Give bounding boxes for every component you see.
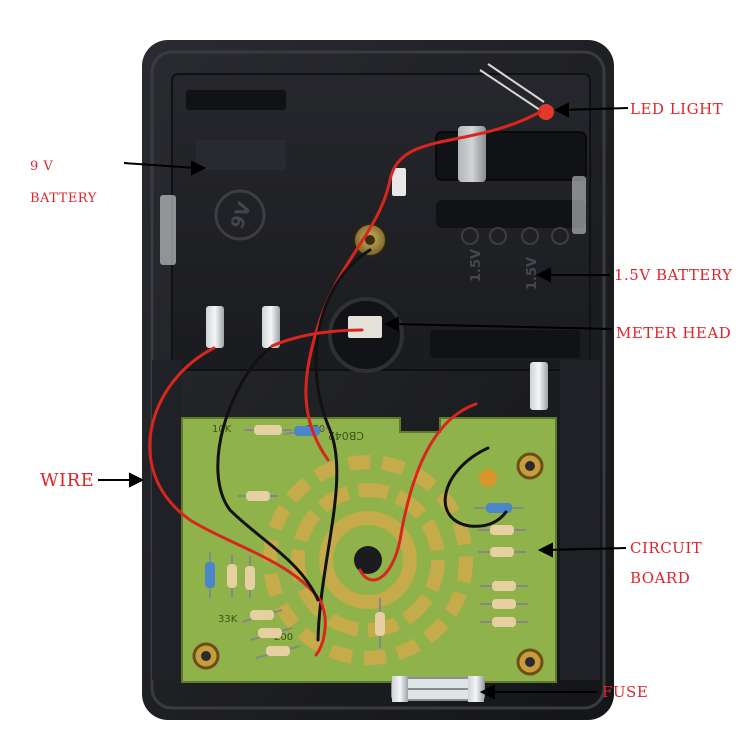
aa-emboss-3 bbox=[521, 227, 539, 245]
arrow-wire-head bbox=[129, 472, 145, 488]
contact-1 bbox=[206, 306, 224, 348]
arrow-led-line bbox=[561, 107, 629, 111]
fuse-component bbox=[391, 676, 485, 702]
label-1-5v-battery: 1.5V BATTERY bbox=[614, 266, 733, 284]
wire-black-left bbox=[216, 346, 320, 602]
contact-3 bbox=[530, 362, 548, 410]
pcb-marking-33k: 33K bbox=[218, 614, 238, 625]
nine-volt-tape bbox=[196, 140, 286, 170]
mount-hole-3-center bbox=[525, 657, 535, 667]
nine-volt-slot: 9V bbox=[160, 90, 286, 265]
resistor-8 bbox=[249, 627, 293, 641]
spring-contacts bbox=[206, 306, 548, 410]
mount-hole-2-center bbox=[525, 461, 535, 471]
aa-holder-bottom bbox=[430, 330, 580, 358]
pcb-code: CB042 bbox=[328, 429, 364, 442]
resistor-15 bbox=[480, 617, 528, 627]
arrow-aa-head bbox=[535, 267, 551, 283]
label-fuse: FUSE bbox=[602, 683, 649, 701]
wire-red-meter bbox=[270, 328, 364, 348]
label-wire: WIRE bbox=[40, 470, 95, 491]
arrow-9v-line bbox=[123, 162, 197, 169]
resistor-6 bbox=[245, 556, 255, 598]
cell-mark-1: 1.5V bbox=[469, 249, 484, 282]
aa-holder-middle bbox=[436, 200, 586, 228]
cell-mark-2: 1.5V bbox=[525, 257, 540, 290]
resistor-11 bbox=[478, 525, 526, 535]
arrow-meter-line bbox=[391, 323, 613, 330]
arrow-led-head bbox=[553, 102, 569, 118]
capacitor bbox=[479, 469, 497, 487]
aa-emboss-1 bbox=[461, 227, 479, 245]
aa-emboss-2 bbox=[489, 227, 507, 245]
wire-red-left bbox=[148, 346, 327, 657]
fuse-cap-left bbox=[392, 676, 408, 702]
arrow-board-line bbox=[545, 547, 627, 551]
arrow-board-head bbox=[537, 542, 553, 558]
resistor-10 bbox=[474, 503, 524, 513]
resistor-1 bbox=[244, 425, 292, 435]
wire-red-right bbox=[358, 402, 478, 582]
aa-contact-top bbox=[458, 126, 486, 182]
led-leg-1 bbox=[479, 69, 541, 111]
fuse-cap-right bbox=[468, 676, 484, 702]
side-clip-left bbox=[160, 195, 176, 265]
wires bbox=[148, 110, 542, 657]
led-component bbox=[479, 63, 554, 120]
resistor-9 bbox=[255, 645, 301, 659]
label-circuit: CIRCUIT bbox=[630, 539, 703, 557]
pcb-marking-200: 200 bbox=[274, 632, 293, 643]
contact-2 bbox=[262, 306, 280, 348]
resistor-3 bbox=[238, 491, 278, 501]
arrow-9v-head bbox=[191, 160, 207, 176]
arrow-fuse-head bbox=[479, 684, 495, 700]
annotation-arrows bbox=[98, 102, 629, 700]
resistor-5 bbox=[227, 554, 237, 598]
mount-hole-1-center bbox=[201, 651, 211, 661]
resistor-13 bbox=[480, 581, 528, 591]
aa-battery-holders: 1.5V 1.5V bbox=[430, 126, 587, 358]
led-holder-clip bbox=[392, 168, 406, 196]
label-board: BOARD bbox=[630, 569, 691, 587]
arrow-meter-head bbox=[383, 316, 399, 332]
label-9v: 9 V bbox=[30, 159, 54, 174]
resistors bbox=[205, 425, 528, 659]
resistor-4 bbox=[205, 552, 215, 598]
meter-head bbox=[328, 168, 406, 373]
led-bulb bbox=[538, 104, 554, 120]
resistor-12 bbox=[478, 547, 526, 557]
nine-volt-clip-top bbox=[186, 90, 286, 110]
resistor-7 bbox=[241, 609, 283, 623]
led-leg-2 bbox=[487, 63, 545, 103]
resistor-14 bbox=[480, 599, 528, 609]
side-clip-right bbox=[572, 176, 586, 234]
zero-adjust-center bbox=[365, 235, 375, 245]
circuit-board-pcb: CB042 270 10K 33K 200 bbox=[181, 417, 557, 683]
label-meter-head: METER HEAD bbox=[616, 324, 732, 342]
wire-black-right bbox=[443, 446, 508, 528]
meter-head-coil bbox=[348, 316, 382, 338]
nine-volt-emboss bbox=[214, 189, 266, 241]
trace-ring-2 bbox=[291, 483, 445, 637]
case-right-wall bbox=[560, 360, 600, 680]
aa-emboss-4 bbox=[551, 227, 569, 245]
wire-red-led bbox=[304, 110, 542, 462]
resistor-16 bbox=[375, 598, 385, 648]
label-battery: BATTERY bbox=[30, 191, 97, 206]
label-led-light: LED LIGHT bbox=[630, 100, 724, 118]
switch-shaft-hole bbox=[354, 546, 382, 574]
wire-black-meter bbox=[314, 248, 372, 642]
